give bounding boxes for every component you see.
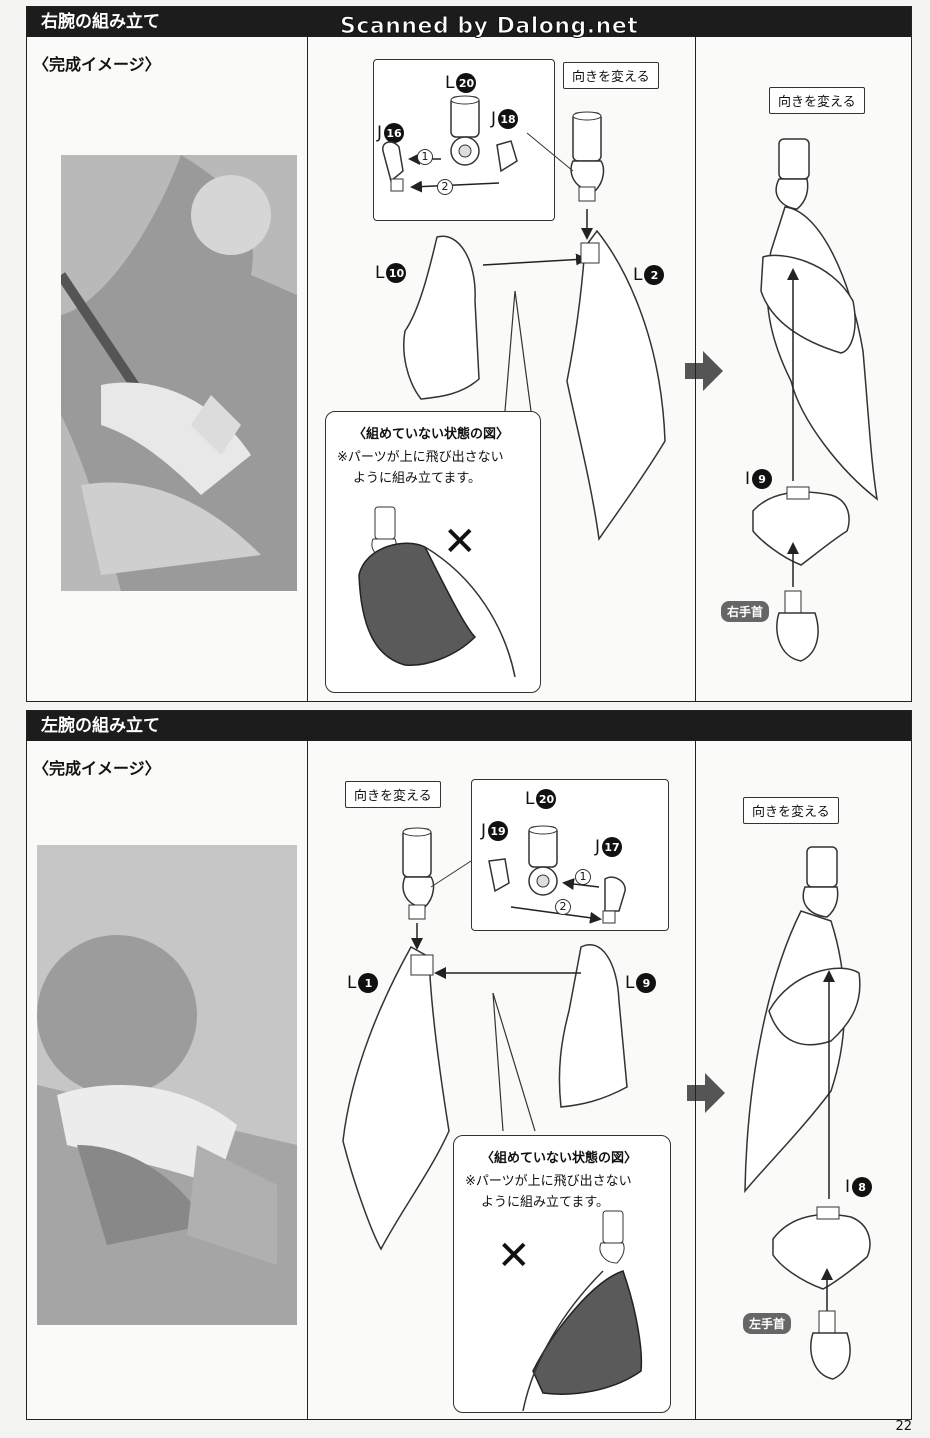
part-number-badge: 1 [358, 973, 379, 993]
part-number-badge: 9 [752, 469, 773, 489]
left-arm-assembly-drawing [342, 825, 871, 1380]
left-arm-preview-label: 〈完成イメージ〉 [33, 759, 161, 778]
warning-line-1: ※パーツが上に飛び出さない [465, 1174, 632, 1189]
part-number-badge: 19 [488, 821, 509, 841]
part-number-badge: 17 [602, 837, 623, 857]
step-badge-2: 2 [555, 899, 571, 915]
part-number-badge: 16 [384, 123, 405, 143]
part-number-badge: 8 [852, 1177, 873, 1197]
right-arm-assembly-drawing [382, 95, 879, 662]
right-arm-result-divider [695, 37, 696, 701]
right-arm-preview-label: 〈完成イメージ〉 [33, 55, 161, 74]
part-number-badge: 2 [644, 265, 665, 285]
right-arm-figure-illustration [61, 155, 297, 591]
rotate-callout: 向きを変える [769, 87, 865, 114]
warning-line-2: ように組み立てます。 [481, 1195, 610, 1210]
warning-line-1: ※パーツが上に飛び出さない [337, 450, 504, 465]
incorrect-assembly-illustration [522, 1210, 643, 1412]
incorrect-assembly-illustration [358, 506, 516, 678]
rotate-callout: 向きを変える [563, 62, 659, 89]
left-arm-preview-photo [37, 845, 297, 1325]
warning-line-2: ように組み立てます。 [353, 471, 482, 486]
page-number: 22 [895, 1419, 912, 1434]
right-arm-preview: 〈完成イメージ〉 [27, 37, 308, 701]
part-number-badge: 10 [386, 263, 407, 283]
left-arm-joint-inset [471, 779, 669, 931]
left-arm-result-divider [695, 741, 696, 1419]
incorrect-mark: ✕ [497, 1233, 531, 1279]
warning-title: 〈組めていない状態の図〉 [481, 1151, 638, 1166]
part-number-badge: 20 [536, 789, 557, 809]
step-badge-1: 1 [417, 149, 433, 165]
rotate-callout: 向きを変える [743, 797, 839, 824]
part-number-badge: 20 [456, 73, 477, 93]
right-arm-title: 右腕の組み立て [27, 7, 911, 37]
left-hand-label: 左手首 [743, 1313, 792, 1334]
left-arm-preview: 〈完成イメージ〉 [27, 741, 308, 1419]
rotate-callout: 向きを変える [345, 781, 441, 808]
right-arm-preview-photo [61, 155, 297, 591]
part-number-badge: 9 [636, 973, 657, 993]
left-arm-figure-illustration [37, 845, 297, 1325]
warning-title: 〈組めていない状態の図〉 [353, 427, 510, 442]
incorrect-mark: ✕ [443, 519, 477, 565]
part-number-badge: 18 [498, 109, 519, 129]
right-hand-label: 右手首 [721, 601, 770, 622]
watermark: Scanned by Dalong.net [339, 14, 639, 40]
left-arm-title: 左腕の組み立て [27, 711, 911, 741]
step-badge-1: 1 [575, 869, 591, 885]
step-badge-2: 2 [437, 179, 453, 195]
